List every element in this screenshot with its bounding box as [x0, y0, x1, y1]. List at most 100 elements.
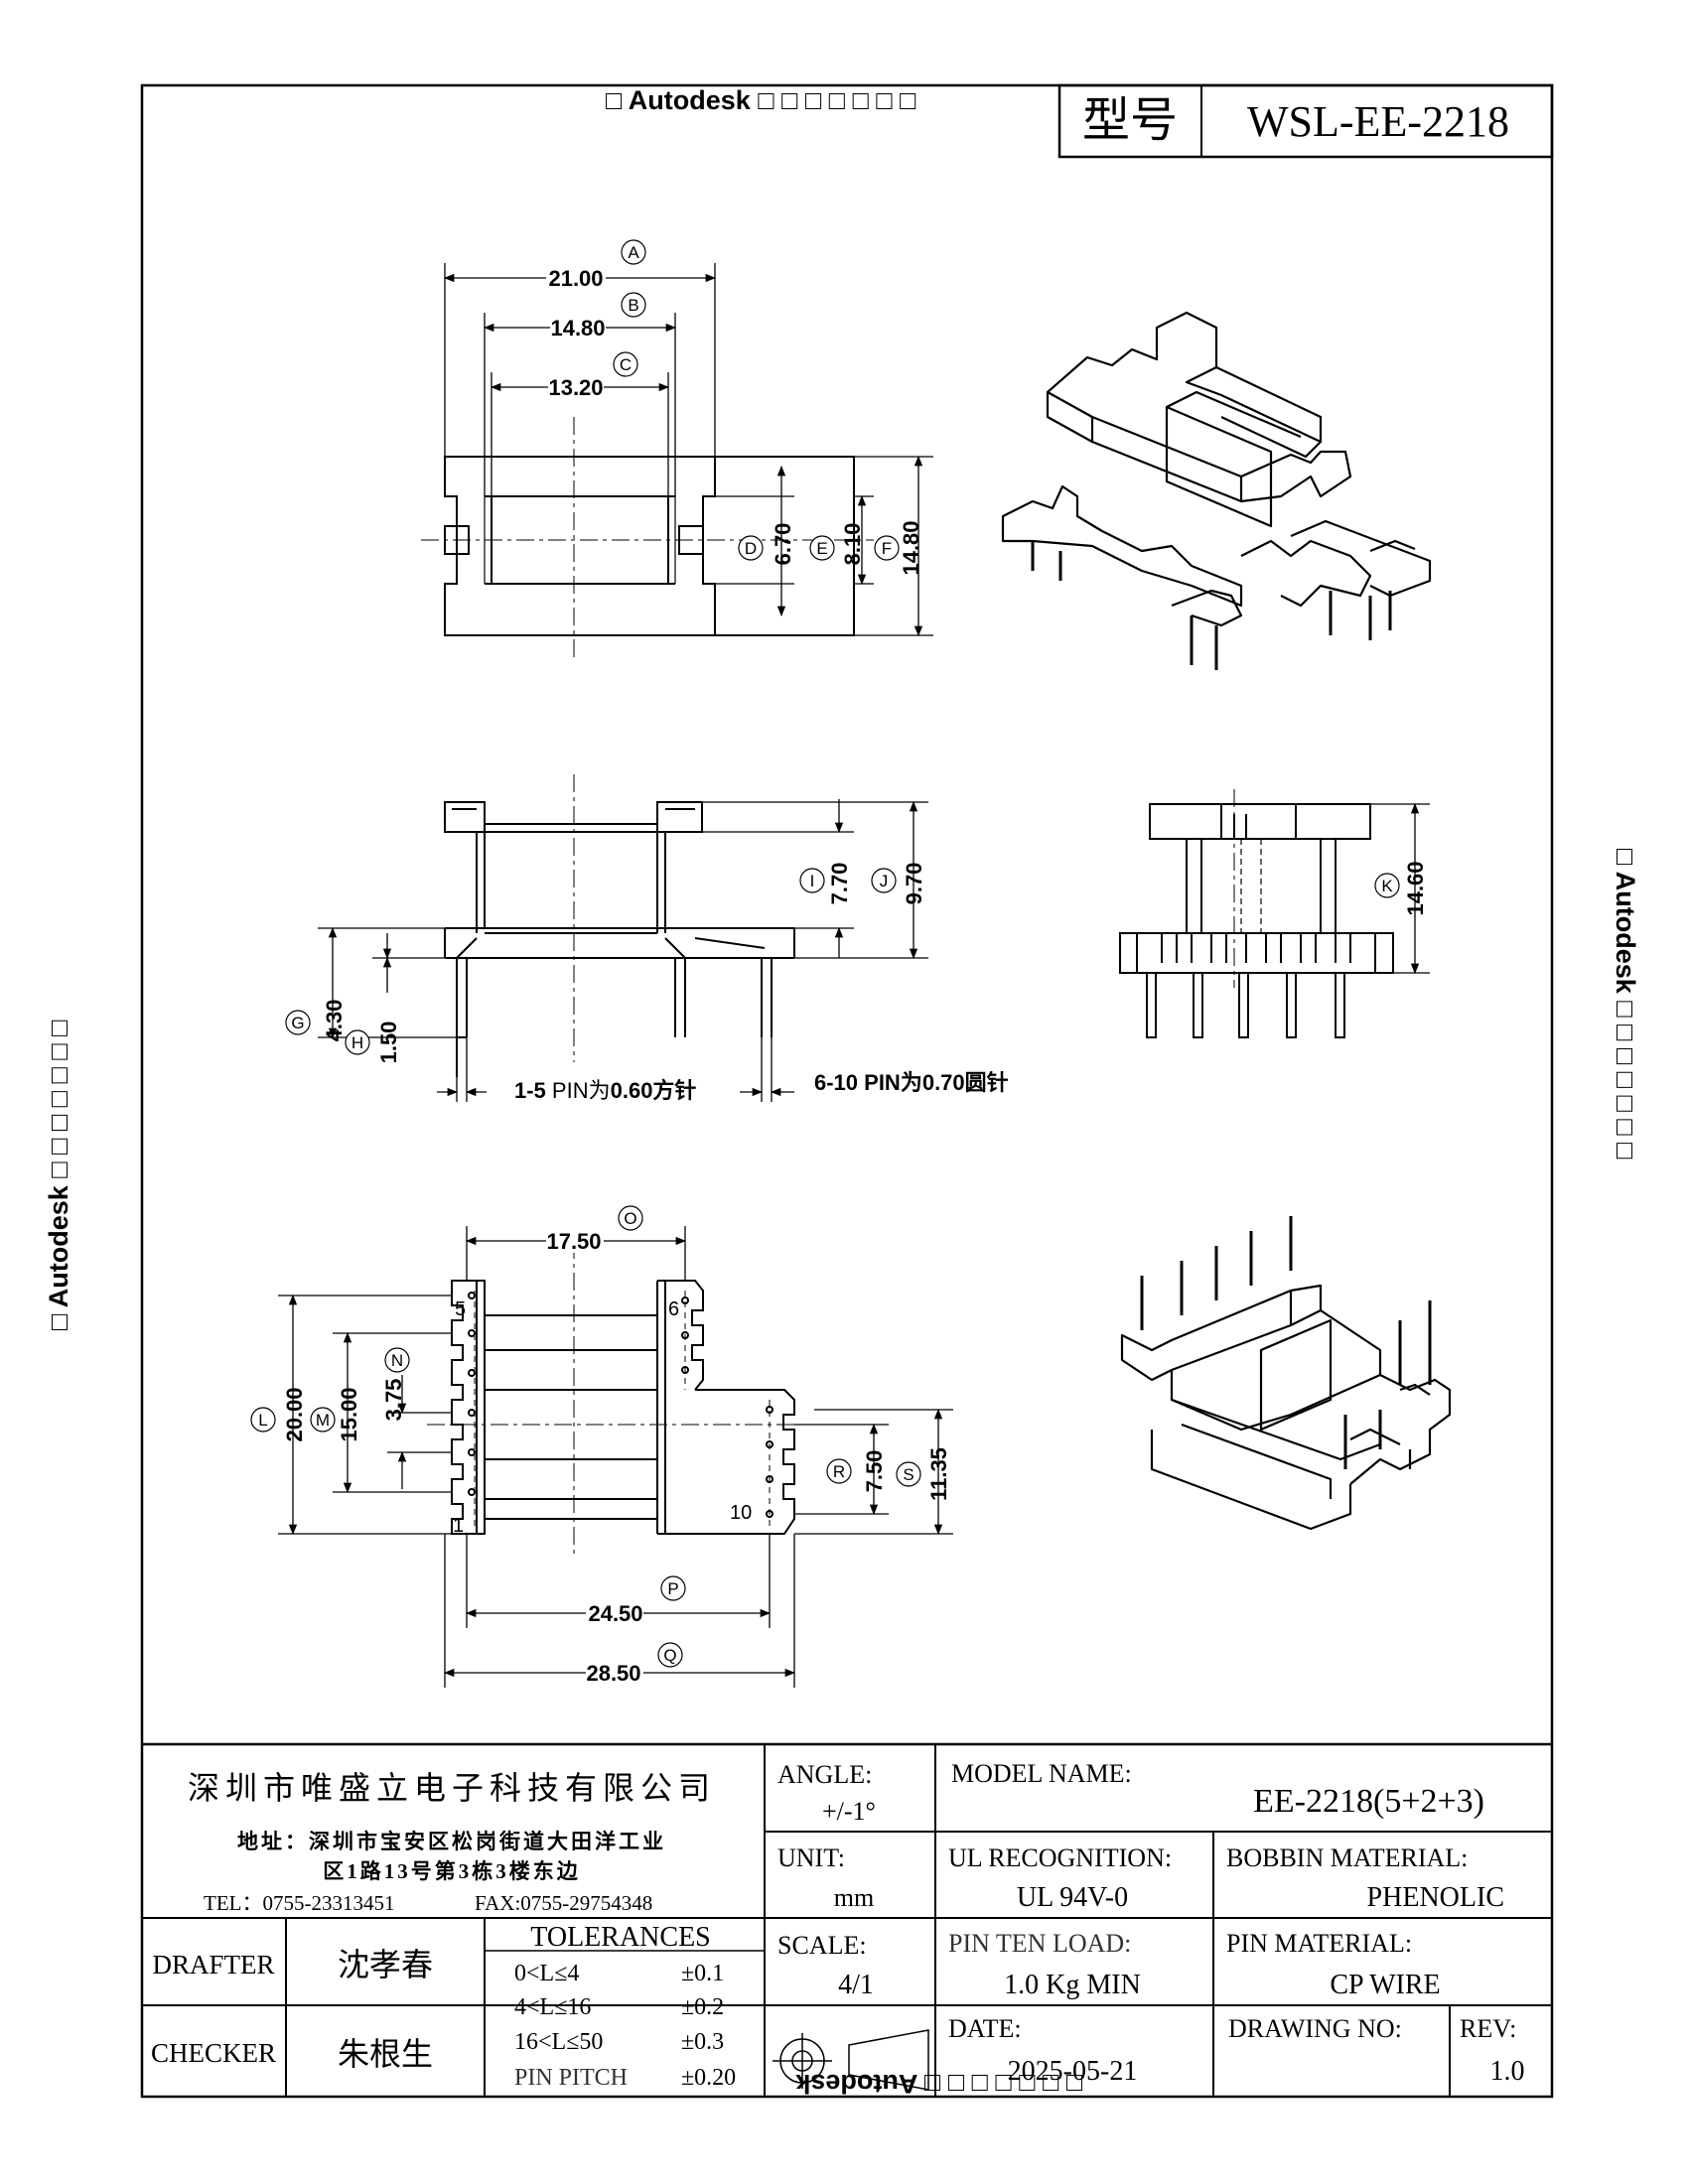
checker-value: 朱根生 [338, 2036, 433, 2072]
dim-M-letter: M [316, 1411, 330, 1430]
pin-load-label: PIN TEN LOAD: [948, 1929, 1131, 1958]
drawing-border [140, 83, 1554, 2099]
dim-P-marker [660, 1575, 686, 1601]
drawing-no-label: DRAWING NO: [1228, 2014, 1402, 2043]
dim-H-letter: H [352, 1033, 363, 1052]
angle-value: +/-1° [822, 1797, 876, 1826]
dim-I-marker [799, 868, 825, 893]
dim-S-marker [896, 1461, 921, 1487]
watermark-left: □ Autodesk □ □ □ □ □ □ □ [44, 1020, 73, 1330]
checker-label: CHECKER [151, 2038, 276, 2068]
dim-F-value: 14.80 [899, 520, 923, 575]
dim-N-letter: N [391, 1351, 403, 1370]
dim-K-letter: K [1381, 877, 1393, 895]
dim-A-marker [621, 239, 646, 265]
dim-B-letter: B [628, 296, 638, 315]
company-fax: FAX:0755-29754348 [475, 1891, 652, 1915]
dim-G-marker [285, 1010, 311, 1035]
dim-L-letter: L [258, 1411, 267, 1430]
isometric-view-bottom [1120, 1216, 1452, 1531]
dim-F-letter: F [882, 539, 892, 558]
bobbin-value: PHENOLIC [1367, 1882, 1504, 1913]
dim-O-letter: O [624, 1209, 636, 1228]
dim-B-marker [621, 292, 646, 318]
tolerances-label: TOLERANCES [530, 1922, 711, 1953]
unit-label: UNIT: [777, 1843, 845, 1872]
pin-label-1: 1 [453, 1515, 464, 1537]
dim-K-value: 14.60 [1403, 861, 1428, 915]
dim-K-marker [1374, 873, 1400, 898]
dim-C-value: 13.20 [548, 375, 603, 400]
model-label: 型号 [1082, 94, 1178, 147]
company-tel: TEL：0755-23313451 [204, 1891, 394, 1915]
top-view-dimension-text: 21.00 A 14.80 B 13.20 C 6.70 D 8.10 E 14… [546, 239, 923, 576]
dim-Q-letter: Q [663, 1646, 676, 1665]
dim-J-letter: J [880, 872, 889, 890]
dim-G-value: 4.30 [322, 1000, 347, 1042]
dim-D-marker [738, 535, 764, 561]
model-value: WSL-EE-2218 [1247, 97, 1509, 146]
tol-row-4-value: ±0.20 [681, 2065, 736, 2091]
dim-B-value: 14.80 [550, 316, 605, 341]
drafter-value: 沈孝春 [338, 1947, 433, 1982]
top-view [421, 417, 874, 660]
bottom-view-dimension-text: 17.50 O 3.75 N 20.00 L 15.00 M 7.50 R 11… [250, 1205, 951, 1686]
dim-E-marker [809, 535, 835, 561]
watermark-bottom: □ □ □ □ □ □ □ Autodesk [794, 2069, 1082, 2099]
top-view-dimensions [443, 263, 933, 637]
dim-D-value: 6.70 [771, 523, 795, 566]
dim-L-value: 20.00 [282, 1387, 307, 1441]
drafter-label: DRAFTER [152, 1950, 274, 1979]
tol-row-4-range: PIN PITCH [514, 2065, 628, 2091]
dim-I-letter: I [810, 872, 815, 890]
rev-value: 1.0 [1490, 2056, 1525, 2087]
end-view-dimension-text: 14.60 K [1374, 861, 1428, 916]
bobbin-label: BOBBIN MATERIAL: [1226, 1843, 1468, 1872]
date-value: 2025-05-21 [1008, 2056, 1138, 2087]
dim-A-value: 21.00 [548, 266, 603, 291]
end-view-dimensions [1370, 802, 1430, 975]
dim-O-marker [618, 1205, 643, 1231]
scale-value: 4/1 [838, 1970, 874, 2000]
side-view-dimension-text: 7.70 I 9.70 J 4.30 G 1.50 H 1-5 PIN为0.60… [285, 863, 1009, 1103]
pin-material-value: CP WIRE [1330, 1970, 1440, 2000]
tol-row-2-range: 4<L≤16 [514, 1994, 591, 2020]
side-view [444, 774, 795, 1077]
company-address-line2: 区1路13号第3栋3楼东边 [323, 1859, 581, 1883]
dim-R-letter: R [833, 1462, 845, 1481]
dim-E-letter: E [816, 539, 827, 558]
pin-label-6: 6 [668, 1298, 679, 1320]
watermark-right: □ Autodesk □ □ □ □ □ □ □ [1611, 849, 1640, 1160]
dim-L-marker [250, 1407, 276, 1433]
dim-H-marker [345, 1029, 370, 1055]
tol-row-1-range: 0<L≤4 [514, 1961, 579, 1986]
title-block [142, 1742, 1552, 2097]
dim-O-value: 17.50 [546, 1229, 601, 1254]
tol-row-3-range: 16<L≤50 [514, 2029, 603, 2055]
dim-R-marker [826, 1458, 852, 1484]
dim-Q-value: 28.50 [586, 1661, 640, 1686]
dim-N-marker [384, 1347, 410, 1373]
projection-symbol-icon [773, 2029, 929, 2091]
dim-D-letter: D [745, 539, 757, 558]
header-model-box: 型号 WSL-EE-2218 [1057, 83, 1554, 159]
bottom-view [427, 1241, 814, 1559]
tol-row-2-value: ±0.2 [681, 1994, 724, 2020]
dim-E-value: 8.10 [840, 523, 865, 566]
angle-label: ANGLE: [777, 1760, 872, 1789]
title-block-text: 深圳市唯盛立电子科技有限公司 地址：深圳市宝安区松岗街道大田洋工业 区1路13号… [151, 1759, 1525, 2091]
tol-row-3-value: ±0.3 [681, 2029, 724, 2055]
pin-material-label: PIN MATERIAL: [1226, 1929, 1412, 1958]
dim-R-value: 7.50 [862, 1450, 887, 1493]
dim-A-letter: A [628, 243, 639, 262]
dim-P-value: 24.50 [588, 1601, 642, 1626]
tol-row-1-value: ±0.1 [681, 1961, 724, 1986]
dim-M-marker [310, 1407, 336, 1433]
rev-label: REV: [1460, 2014, 1516, 2043]
dim-Q-marker [657, 1642, 683, 1668]
isometric-view-top [1001, 311, 1432, 670]
dim-M-value: 15.00 [337, 1387, 361, 1441]
company-address-line1: 地址：深圳市宝安区松岗街道大田洋工业 [237, 1830, 666, 1853]
side-view-dimensions [318, 799, 928, 1102]
company-name: 深圳市唯盛立电子科技有限公司 [188, 1770, 716, 1806]
